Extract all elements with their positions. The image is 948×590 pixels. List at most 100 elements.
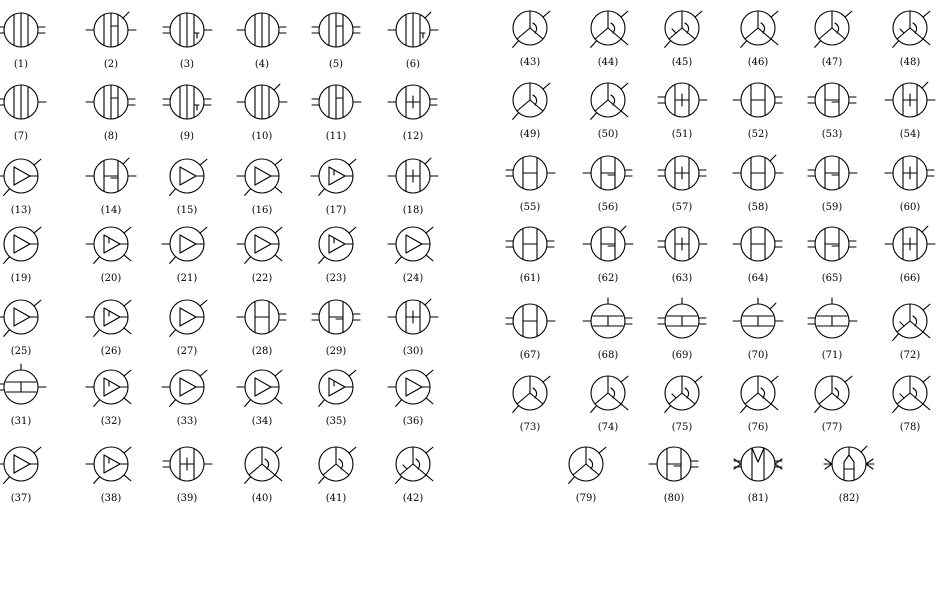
diagram-25: (25) — [0, 300, 41, 357]
diagram-81-label: (81) — [748, 493, 769, 504]
diagram-57-label: (57) — [672, 202, 693, 213]
diagram-39-label: (39) — [177, 493, 198, 504]
diagram-71-label: (71) — [822, 350, 843, 361]
diagram-10: (10) — [237, 84, 287, 142]
diagram-46: (46) — [741, 11, 778, 68]
diagram-68: (68) — [583, 298, 632, 361]
diagram-17-label: (17) — [326, 205, 347, 216]
diagram-48: (48) — [893, 11, 930, 68]
diagram-23: (23) — [319, 227, 356, 284]
diagram-52: (52) — [733, 83, 782, 140]
diagram-32: (32) — [86, 370, 131, 427]
diagram-51: (51) — [658, 83, 707, 140]
diagram-53: (53) — [808, 83, 856, 140]
diagram-66-label: (66) — [900, 273, 921, 284]
diagram-50-label: (50) — [598, 129, 619, 140]
diagram-15: (15) — [170, 159, 207, 216]
diagram-24: (24) — [388, 227, 433, 284]
diagram-40: (40) — [245, 447, 282, 504]
diagram-53-label: (53) — [822, 129, 843, 140]
diagram-48-label: (48) — [900, 57, 921, 68]
diagram-69: (69) — [658, 298, 706, 361]
diagram-12: (12) — [388, 85, 437, 142]
diagram-56: (56) — [583, 156, 632, 213]
diagram-80-label: (80) — [664, 493, 685, 504]
diagram-61: (61) — [506, 227, 554, 284]
diagram-36: (36) — [388, 370, 433, 427]
diagram-67: (67) — [506, 304, 555, 361]
diagram-54-label: (54) — [900, 129, 921, 140]
diagram-76-label: (76) — [748, 422, 769, 433]
diagram-45-label: (45) — [672, 57, 693, 68]
diagram-40-label: (40) — [252, 493, 273, 504]
diagram-42-label: (42) — [403, 493, 424, 504]
diagram-30-label: (30) — [403, 346, 424, 357]
diagram-34: (34) — [237, 370, 282, 427]
diagram-68-label: (68) — [598, 350, 619, 361]
diagram-31-label: (31) — [11, 416, 32, 427]
diagram-63: (63) — [658, 227, 707, 284]
diagram-19-label: (19) — [11, 273, 32, 284]
diagram-72-label: (72) — [900, 350, 921, 361]
diagram-5-label: (5) — [329, 59, 343, 70]
diagram-34-label: (34) — [252, 416, 273, 427]
diagram-4: (4) — [237, 13, 286, 70]
diagram-55-label: (55) — [520, 202, 541, 213]
diagram-82-label: (82) — [839, 493, 860, 504]
diagram-67-label: (67) — [520, 350, 541, 361]
diagram-57: (57) — [658, 156, 706, 213]
diagram-79-label: (79) — [576, 493, 597, 504]
diagram-6-label: (6) — [406, 59, 420, 70]
diagram-39: (39) — [163, 447, 212, 504]
diagram-78-label: (78) — [900, 422, 921, 433]
diagram-66: (66) — [885, 226, 935, 284]
diagram-80: (80) — [649, 447, 698, 504]
diagram-36-label: (36) — [403, 416, 424, 427]
diagram-74: (74) — [591, 376, 628, 433]
diagram-49: (49) — [513, 83, 550, 140]
diagram-30: (30) — [388, 299, 438, 357]
diagram-11: (11) — [312, 85, 361, 142]
diagram-7: (7) — [0, 85, 46, 142]
diagram-70-label: (70) — [748, 350, 769, 361]
diagram-32-label: (32) — [101, 416, 122, 427]
diagram-8: (8) — [86, 85, 135, 142]
diagram-33-label: (33) — [177, 416, 198, 427]
diagram-18: (18) — [388, 158, 438, 216]
diagram-12-label: (12) — [403, 131, 424, 142]
diagram-37-label: (37) — [11, 493, 32, 504]
diagram-69-label: (69) — [672, 350, 693, 361]
diagram-77: (77) — [815, 376, 852, 433]
diagram-5: (5) — [312, 13, 360, 70]
diagram-22-label: (22) — [252, 273, 273, 284]
diagram-1: (1) — [0, 13, 45, 70]
diagram-6: (6) — [388, 12, 438, 70]
diagram-25-label: (25) — [11, 346, 32, 357]
diagram-27: (27) — [170, 300, 207, 357]
diagram-9-label: (9) — [180, 131, 194, 142]
diagram-28-label: (28) — [252, 346, 273, 357]
diagram-14-label: (14) — [101, 205, 122, 216]
diagram-35-label: (35) — [326, 416, 347, 427]
diagram-17: (17) — [311, 159, 356, 216]
diagram-24-label: (24) — [403, 273, 424, 284]
diagram-72: (72) — [893, 304, 930, 361]
diagram-26-label: (26) — [101, 346, 122, 357]
diagram-60: (60) — [885, 156, 934, 213]
diagram-10-label: (10) — [252, 131, 273, 142]
diagram-41-label: (41) — [326, 493, 347, 504]
diagram-76: (76) — [741, 376, 778, 433]
diagram-7-label: (7) — [14, 131, 28, 142]
diagram-21: (21) — [162, 227, 207, 284]
diagram-60-label: (60) — [900, 202, 921, 213]
diagram-45: (45) — [665, 11, 702, 68]
diagram-41: (41) — [319, 447, 356, 504]
diagram-50: (50) — [591, 83, 628, 140]
diagram-64: (64) — [733, 227, 782, 284]
diagram-29-label: (29) — [326, 346, 347, 357]
diagram-70: (70) — [733, 298, 783, 361]
diagram-62-label: (62) — [598, 273, 619, 284]
diagram-43: (43) — [513, 11, 550, 68]
diagram-81-loop — [741, 447, 775, 481]
